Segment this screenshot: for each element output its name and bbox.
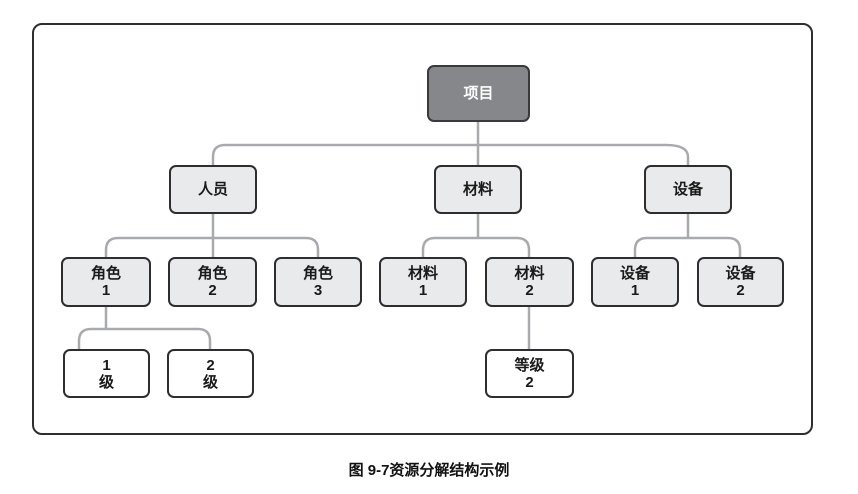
connector-lines: [77, 122, 742, 349]
node-equipment-label: 设备: [672, 181, 703, 198]
node-role2: 角色 2: [168, 257, 257, 307]
node-role2-label: 角色 2: [197, 265, 228, 299]
node-grade2-label: 2 级: [202, 356, 218, 391]
node-role1-label: 角色 1: [90, 265, 121, 299]
node-grade2: 2 级: [167, 349, 254, 398]
node-material1: 材料 1: [379, 257, 467, 307]
figure-caption: 图 9-7资源分解结构示例: [348, 462, 510, 479]
node-equipment: 设备: [644, 165, 732, 214]
node-material-label: 材料: [462, 181, 493, 198]
node-personnel: 人员: [169, 165, 257, 214]
node-material: 材料: [434, 165, 522, 214]
node-equipment2: 设备 2: [697, 257, 784, 307]
node-equipment1-label: 设备 1: [619, 265, 650, 299]
diagram-frame: 项目 人员 材料 设备 角色 1 角色 2 角色 3 材料 1 材料 2 设备 …: [32, 23, 813, 435]
node-project: 项目: [427, 65, 530, 122]
node-equipment2-label: 设备 2: [725, 265, 756, 299]
node-personnel-label: 人员: [197, 181, 228, 198]
connector-equipment-children: [633, 236, 742, 257]
connector-role1-grades: [77, 327, 212, 349]
node-material2-label: 材料 2: [514, 265, 545, 299]
node-level2-label: 等级 2: [514, 356, 545, 391]
node-material2: 材料 2: [485, 257, 574, 307]
node-project-label: 项目: [463, 85, 494, 102]
node-level2: 等级 2: [485, 349, 574, 398]
node-grade1-label: 1 级: [98, 356, 114, 391]
connector-personnel-roles: [104, 236, 320, 257]
node-equipment1: 设备 1: [591, 257, 679, 307]
connector-root-branches: [211, 143, 690, 165]
connector-material-children: [421, 236, 531, 257]
node-role3-label: 角色 3: [302, 265, 333, 299]
node-grade1: 1 级: [63, 349, 150, 398]
node-role3: 角色 3: [274, 257, 362, 307]
node-material1-label: 材料 1: [407, 265, 438, 299]
node-role1: 角色 1: [61, 257, 151, 307]
